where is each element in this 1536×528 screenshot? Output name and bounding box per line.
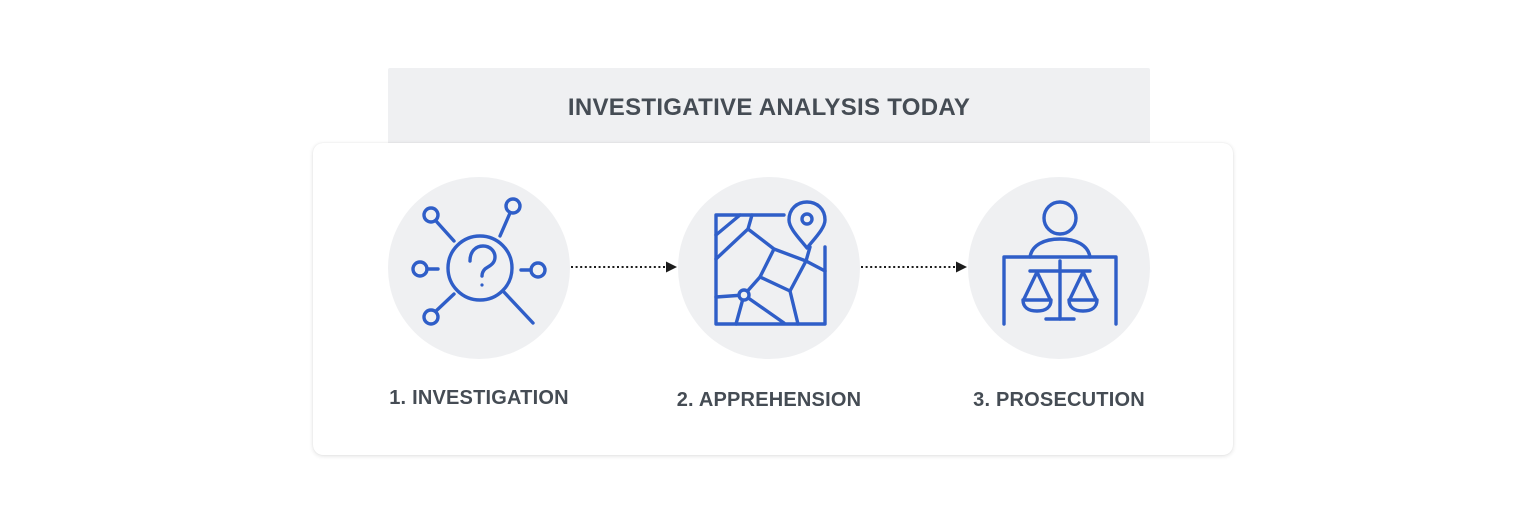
map-location-pin-icon bbox=[714, 200, 827, 326]
step-2-label: 2. APPREHENSION bbox=[676, 389, 862, 411]
step-3-circle bbox=[968, 177, 1150, 359]
magnifier-question-network-icon bbox=[411, 197, 547, 326]
arrow-1-to-2 bbox=[570, 260, 678, 274]
step-2-circle bbox=[678, 177, 860, 359]
judge-scales-icon bbox=[1002, 200, 1118, 326]
title-banner: INVESTIGATIVE ANALYSIS TODAY bbox=[388, 68, 1150, 150]
step-3-label: 3. PROSECUTION bbox=[973, 389, 1145, 411]
diagram-title: INVESTIGATIVE ANALYSIS TODAY bbox=[567, 94, 971, 121]
step-1-circle bbox=[388, 177, 570, 359]
step-1-label: 1. INVESTIGATION bbox=[389, 387, 569, 409]
arrow-2-to-3 bbox=[860, 260, 968, 274]
